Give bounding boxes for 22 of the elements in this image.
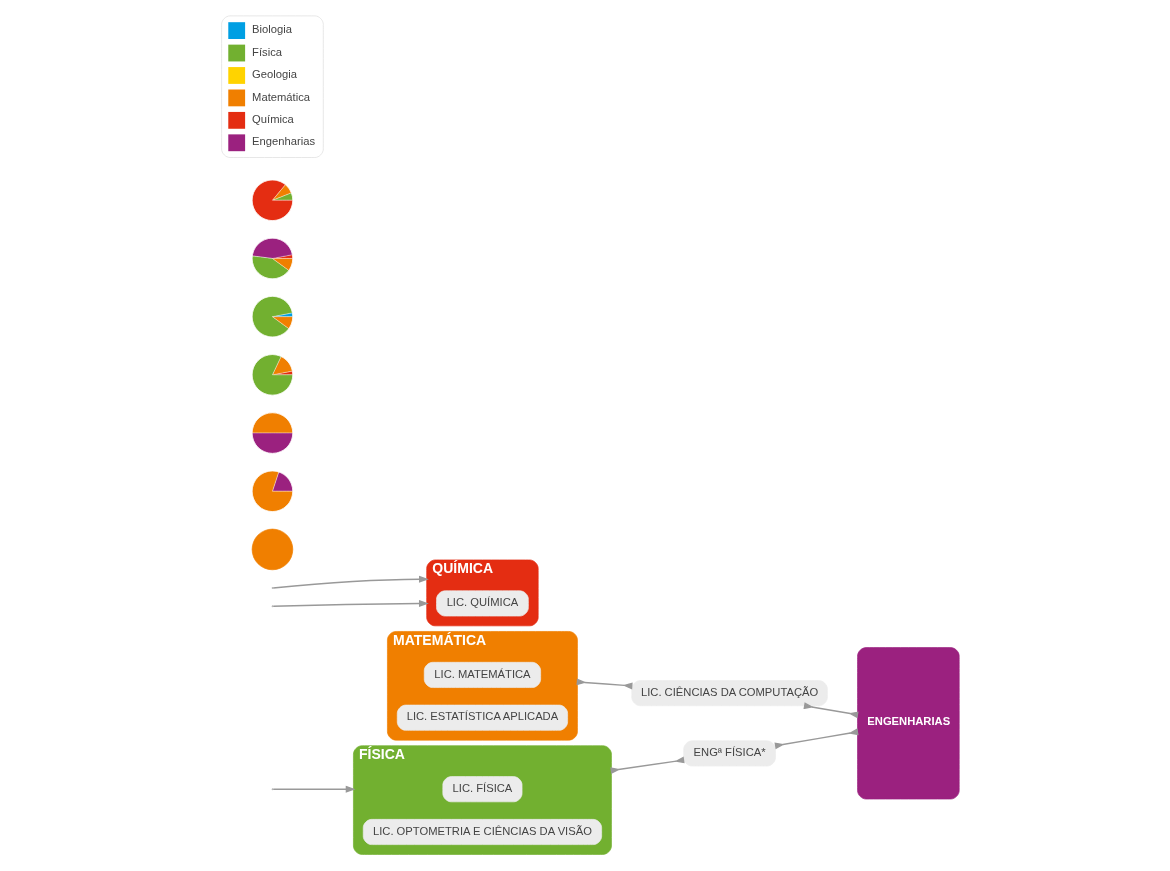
connector (609, 756, 685, 775)
legend-label: Geologia (251, 68, 297, 81)
connector (802, 702, 859, 719)
node-box: ENGENHARIAS (856, 647, 960, 800)
node-pie (251, 528, 293, 571)
node-box: ENGª FÍSICA* (682, 740, 776, 767)
connector (773, 728, 859, 750)
arrow (272, 600, 429, 607)
legend-label: Física (251, 45, 282, 58)
legend-label: Matemática (251, 90, 310, 103)
node-box: LIC. OPTOMETRIA E CIÊNCIAS DA VISÃO (362, 819, 602, 845)
node-box: LIC. MATEMÁTICA (423, 661, 541, 688)
node-box: LIC. ESTATÍSTICA APLICADA (396, 704, 568, 731)
legend-label: Biologia (251, 23, 292, 36)
legend-label: Engenharias (251, 135, 315, 148)
arrow (272, 785, 356, 793)
node-box: LIC. QUÍMICA (435, 590, 529, 617)
legend-label: Química (251, 113, 294, 126)
connector (575, 678, 633, 690)
node-box: LIC. FÍSICA (441, 776, 522, 803)
node-box: LIC. CIÊNCIAS DA COMPUTAÇÃO (630, 680, 828, 707)
arrow (272, 575, 429, 589)
